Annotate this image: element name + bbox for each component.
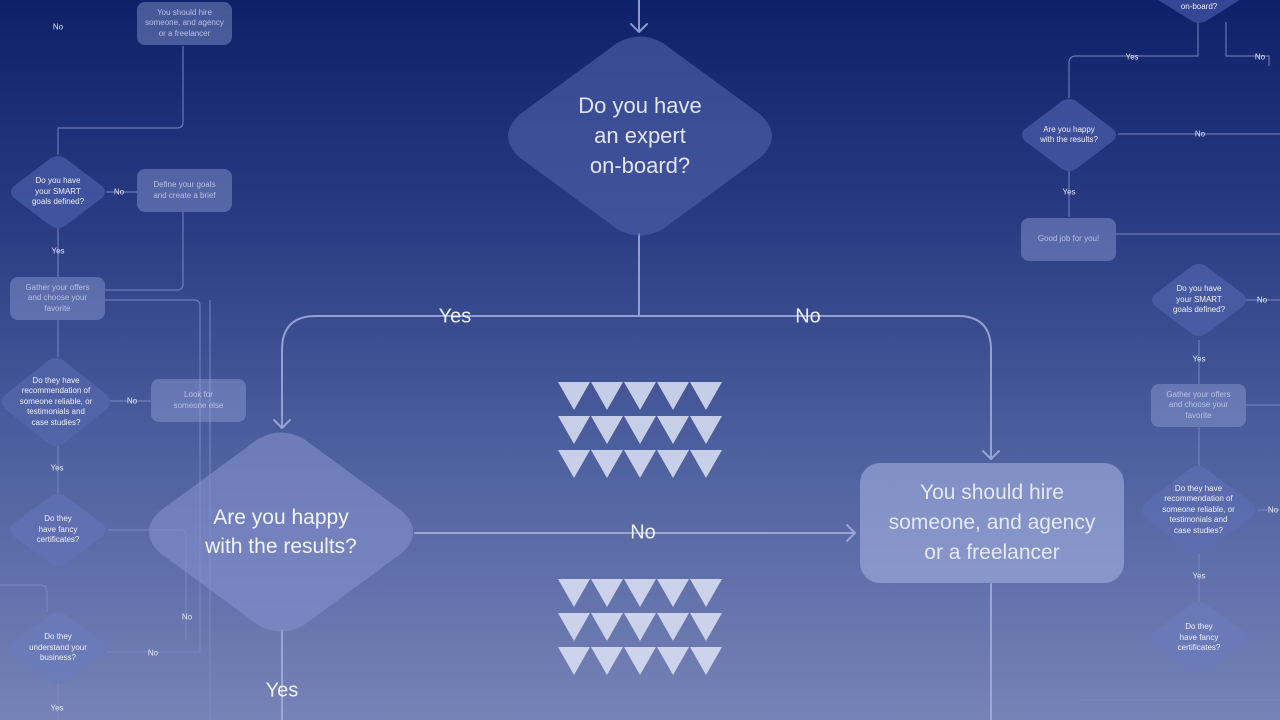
happy-question-text: Are you happy with the results? bbox=[205, 506, 357, 558]
right-label-no-3: No bbox=[1256, 295, 1268, 305]
left-label-no-4: No bbox=[181, 612, 193, 622]
diamond-shape bbox=[1152, 264, 1246, 336]
hire-someone-box: You should hire someone, and agency or a… bbox=[860, 463, 1124, 583]
right-recommend-text: Do they have recommendation of someone r… bbox=[1162, 483, 1235, 535]
left-understand-text: Do they understand your business? bbox=[29, 632, 87, 663]
label-no-middle: No bbox=[630, 521, 656, 544]
connector-yes-branch bbox=[281, 315, 640, 429]
left-label-yes-3: Yes bbox=[50, 703, 64, 713]
right-happy-text: Are you happy with the results? bbox=[1040, 124, 1098, 145]
left-label-yes-2: Yes bbox=[50, 463, 64, 473]
right-label-yes-4: Yes bbox=[1192, 571, 1206, 581]
right-onboard-decision-partial: on-board? bbox=[1150, 0, 1248, 24]
left-define-text: Define your goals and create a brief bbox=[153, 180, 216, 200]
right-recommend-decision: Do they have recommendation of someone r… bbox=[1140, 465, 1257, 555]
diamond-shape bbox=[1151, 602, 1247, 674]
label-yes-top: Yes bbox=[438, 305, 472, 328]
left-gather-box: Gather your offers and choose your favor… bbox=[10, 277, 105, 320]
left-hire-box-text: You should hire someone, and agency or a… bbox=[145, 7, 224, 38]
right-happy-decision: Are you happy with the results? bbox=[1020, 98, 1118, 172]
arrowhead-yes-branch bbox=[273, 419, 291, 429]
right-good-job-box: Good job for you! bbox=[1021, 218, 1116, 261]
left-cert-decision: Do they have fancy certificates? bbox=[8, 493, 108, 567]
triangle-pattern-bottom bbox=[558, 579, 722, 675]
left-define-box: Define your goals and create a brief bbox=[137, 169, 232, 212]
left-hire-box: You should hire someone, and agency or a… bbox=[137, 2, 232, 45]
left-label-no-5: No bbox=[147, 648, 159, 658]
label-no-top: No bbox=[795, 305, 821, 328]
right-onboard-text: on-board? bbox=[1180, 1, 1218, 11]
diamond-shape bbox=[508, 36, 772, 236]
left-understand-decision: Do they understand your business? bbox=[8, 611, 108, 685]
right-label-yes-1: Yes bbox=[1125, 52, 1139, 62]
connector-no-branch bbox=[638, 315, 992, 460]
left-label-no-1: No bbox=[52, 22, 64, 32]
diamond-shape bbox=[1142, 466, 1255, 554]
left-label-no-2: No bbox=[113, 187, 125, 197]
expert-question-text: Do you have an expert on-board? bbox=[578, 93, 702, 178]
right-cert-text: Do they have fancy certificates? bbox=[1177, 622, 1221, 653]
label-yes-bottom: Yes bbox=[265, 679, 299, 702]
diamond-shape bbox=[2, 358, 110, 446]
diamond-shape bbox=[10, 612, 106, 684]
diamond-shape bbox=[1022, 99, 1116, 171]
left-smart-text: Do you have your SMART goals defined? bbox=[31, 176, 85, 207]
triangle-pattern-top bbox=[558, 382, 722, 478]
happy-results-decision: Are you happy with the results? bbox=[146, 432, 416, 632]
right-smart-text: Do you have your SMART goals defined? bbox=[1172, 284, 1226, 315]
hire-box-text: You should hire someone, and agency or a… bbox=[888, 481, 1096, 564]
diamond-shape bbox=[149, 432, 413, 632]
right-gather-text: Gather your offers and choose your favor… bbox=[1166, 389, 1231, 420]
right-label-yes-3: Yes bbox=[1192, 354, 1206, 364]
right-gather-box: Gather your offers and choose your favor… bbox=[1151, 384, 1246, 427]
right-label-no-1: No bbox=[1254, 52, 1266, 62]
right-cert-decision: Do they have fancy certificates? bbox=[1149, 601, 1249, 675]
diamond-shape bbox=[1158, 0, 1240, 23]
arrowhead-happy-no bbox=[846, 524, 856, 542]
left-look-box: Look for someone else bbox=[151, 379, 246, 422]
right-label-no-4: No bbox=[1267, 505, 1279, 515]
left-cert-text: Do they have fancy certificates? bbox=[36, 514, 80, 545]
left-recommend-text: Do they have recommendation of someone r… bbox=[19, 375, 93, 427]
right-label-yes-2: Yes bbox=[1062, 187, 1076, 197]
right-good-job-text: Good job for you! bbox=[1037, 234, 1100, 244]
left-label-yes-1: Yes bbox=[51, 246, 65, 256]
left-smart-decision: Do you have your SMART goals defined? bbox=[9, 155, 107, 229]
left-recommend-decision: Do they have recommendation of someone r… bbox=[0, 357, 112, 447]
left-gather-text: Gather your offers and choose your favor… bbox=[25, 282, 90, 313]
arrowhead-no-branch bbox=[982, 450, 1000, 460]
diamond-shape bbox=[11, 156, 105, 228]
right-label-no-2: No bbox=[1194, 129, 1206, 139]
left-look-text: Look for someone else bbox=[173, 390, 224, 410]
left-label-no-3: No bbox=[126, 396, 138, 406]
diamond-shape bbox=[10, 494, 106, 566]
right-smart-decision: Do you have your SMART goals defined? bbox=[1150, 263, 1248, 337]
arrowhead-top-entry bbox=[630, 23, 648, 33]
expert-onboard-decision: Do you have an expert on-board? bbox=[505, 36, 775, 236]
